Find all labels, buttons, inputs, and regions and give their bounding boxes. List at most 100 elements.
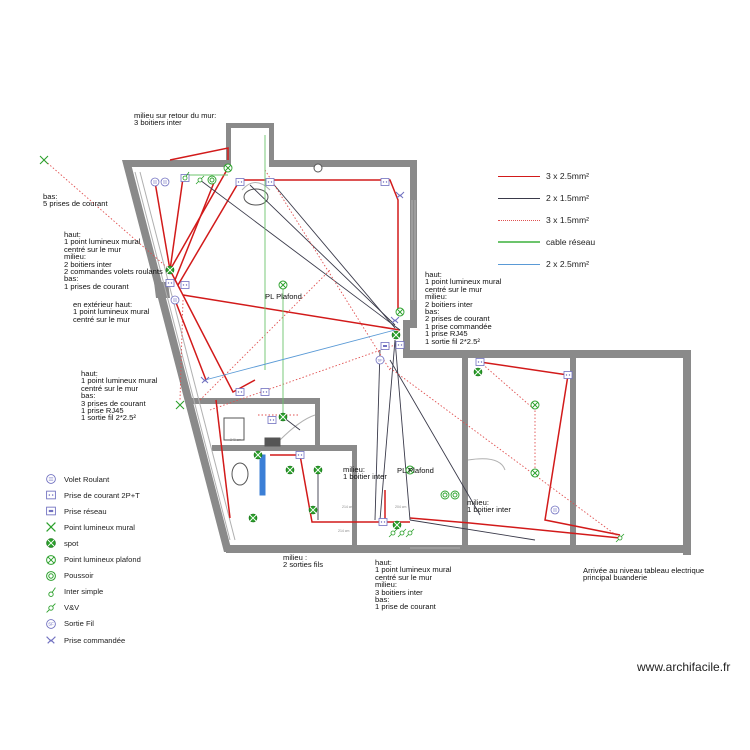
- wire-segment: [169, 269, 256, 394]
- point-lumineux-plafond-icon: [395, 307, 405, 317]
- wire-segment: [479, 361, 536, 473]
- symbol-legend-label: spot: [64, 538, 79, 548]
- symbol-legend-item: Volet Roulant: [44, 472, 109, 486]
- wire-segment: [269, 179, 396, 329]
- svg-text:204 cm: 204 cm: [395, 505, 407, 509]
- spot-icon: [165, 265, 175, 275]
- volet-roulant-icon: [160, 177, 170, 187]
- symbol-legend-label: Poussoir: [64, 571, 94, 581]
- note-milieu-2: milieu: 1 boitier inter: [467, 498, 511, 515]
- openings: [134, 171, 506, 549]
- symbol-legend-item: Poussoir: [44, 569, 94, 583]
- note-right-wall: haut: 1 point lumineux mural centré sur …: [425, 270, 502, 346]
- svg-text:214 cm: 214 cm: [342, 505, 354, 509]
- symbol-legend-label: V&V: [64, 603, 80, 613]
- poussoir-icon: [450, 490, 460, 500]
- note-pl-plafond-1: PL Plafond: [265, 292, 302, 301]
- wire-segment: [389, 367, 621, 539]
- legend-symbol: [46, 636, 56, 644]
- prise-courant-icon: [475, 358, 485, 366]
- legend-symbol: [48, 587, 56, 597]
- symbol-legend-label: Prise commandée: [64, 635, 126, 645]
- symbol-legend-label: Point lumineux mural: [64, 522, 135, 532]
- symbol-legend-item: Inter simple: [44, 585, 103, 599]
- wire-legend-swatch: [498, 197, 540, 199]
- va-et-vient-icon: [397, 528, 407, 538]
- spot-icon: [46, 538, 56, 549]
- symbol-legend-label: Volet Roulant: [64, 474, 110, 484]
- wire-legend-swatch: [498, 241, 540, 243]
- inter-simple-icon: [48, 587, 56, 597]
- prise-reseau-icon: [46, 506, 56, 516]
- symbol-legend-item: Prise réseau: [44, 504, 107, 518]
- spot-icon: [391, 330, 401, 340]
- va-et-vient-icon: [46, 603, 56, 613]
- spot-icon: [392, 520, 402, 530]
- poussoir-icon: [46, 570, 56, 581]
- wire-segment: [179, 299, 184, 401]
- prise-courant-icon: [235, 178, 245, 186]
- dimension-labels: 240 cm 214 cm 204 cm 214 cm: [230, 438, 407, 533]
- va-et-vient-icon: [405, 528, 415, 538]
- svg-text:SF: SF: [377, 358, 383, 363]
- wire-segment: [177, 179, 241, 286]
- point-lumineux-plafond-icon: [223, 163, 233, 173]
- prise-courant-icon: [46, 490, 56, 500]
- va-et-vient-icon: [388, 528, 398, 538]
- symbol-legend-item: Prise commandée: [44, 633, 125, 647]
- wire-segment: [479, 361, 621, 536]
- prise-reseau-icon: [380, 342, 390, 350]
- wire-legend-item: 3 x 2.5mm²: [498, 171, 589, 181]
- va-et-vient-icon: [195, 175, 205, 185]
- legend-symbol: [46, 570, 56, 581]
- wire-legend-swatch: [498, 263, 540, 265]
- point-lumineux-mural-icon: [175, 400, 185, 410]
- symbol-legend-item: spot: [44, 536, 78, 550]
- wiring: [43, 135, 621, 541]
- prise-commandee-icon: [46, 636, 56, 644]
- legend-symbol: [46, 538, 56, 549]
- wire-segment: [169, 147, 229, 161]
- note-sorties-fils: milieu : 2 sorties fils: [283, 553, 324, 570]
- wire-legend-swatch: [498, 219, 540, 221]
- symbol-legend-label: Point lumineux plafond: [64, 555, 141, 564]
- prise-courant-icon: [235, 388, 245, 396]
- note-pl-plafond-2: PL Plafond: [397, 466, 434, 475]
- spot-icon: [278, 412, 288, 422]
- prise-commandee-icon: [390, 316, 400, 324]
- wire-segment: [264, 169, 391, 371]
- note-bas-prises: bas: 5 prises de courant: [43, 192, 108, 209]
- electrical-symbols: SF: [39, 155, 625, 543]
- prise-courant-icon: [380, 178, 390, 186]
- wire-legend-label: 3 x 1.5mm²: [546, 215, 589, 225]
- note-left-wall: haut: 1 point lumineux mural centré sur …: [64, 230, 163, 291]
- spot-icon: [285, 465, 295, 475]
- wire-segment: [204, 329, 396, 381]
- spot-icon: [308, 505, 318, 515]
- note-exterieur: en extérieur haut: 1 point lumineux mura…: [73, 300, 150, 324]
- wire-segment: [215, 399, 231, 519]
- wire-legend-label: 2 x 1.5mm²: [546, 193, 589, 203]
- note-top-retour: milieu sur retour du mur: 3 boitiers int…: [134, 111, 217, 128]
- wire-legend-item: cable réseau: [498, 237, 595, 247]
- wire-segment: [174, 299, 207, 381]
- watermark: www.archifacile.fr: [637, 660, 731, 674]
- point-lumineux-plafond-icon: [530, 400, 540, 410]
- va-et-vient-icon: [615, 533, 625, 543]
- prise-courant-icon: [295, 451, 305, 459]
- wire-legend-item: 3 x 1.5mm²: [498, 215, 589, 225]
- sortie-fil-icon: SF: [375, 355, 385, 365]
- volet-roulant-icon: [46, 474, 56, 484]
- symbol-legend-item: Prise de courant 2P+T: [44, 488, 140, 502]
- prise-courant-icon: [395, 341, 405, 349]
- legend-symbol: SF: [46, 619, 56, 629]
- prise-courant-icon: [378, 518, 388, 526]
- legend-symbol: [46, 554, 56, 565]
- prise-courant-icon: [260, 388, 270, 396]
- prise-courant-icon: [180, 281, 190, 289]
- prise-courant-icon: [165, 279, 175, 287]
- inter-simple-icon: [182, 171, 190, 181]
- spot-icon: [253, 450, 263, 460]
